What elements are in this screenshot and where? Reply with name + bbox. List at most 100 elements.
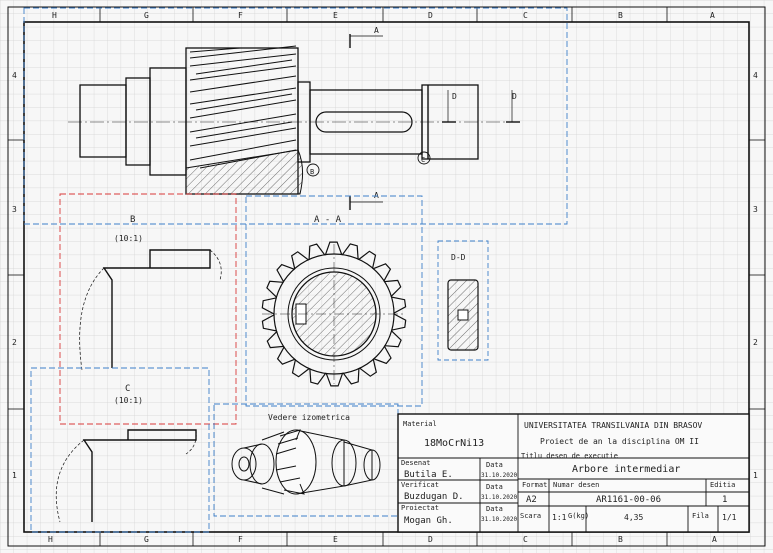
drawing-title-label: Titlu desen de executie bbox=[521, 452, 618, 460]
date-label-1: Data bbox=[486, 461, 503, 469]
date-value-3: 31.10.2020 bbox=[481, 516, 518, 523]
zone-label-top: D bbox=[428, 11, 433, 20]
section-marker-d-left: D bbox=[452, 92, 457, 101]
section-cut-aa bbox=[349, 34, 383, 210]
sheet-label: Fila bbox=[692, 512, 709, 520]
section-dd-center-hole bbox=[457, 309, 469, 321]
view-box-detail-b bbox=[59, 193, 237, 425]
detail-c-scale: (10:1) bbox=[114, 396, 143, 405]
detail-b-view[interactable]: B (10:1) bbox=[59, 193, 237, 425]
title-block-lines bbox=[398, 414, 749, 532]
format-label: Format bbox=[522, 481, 547, 489]
drawn-name: Butila E. bbox=[404, 470, 453, 480]
detail-marker-c: C bbox=[421, 156, 425, 164]
zone-label-bottom: B bbox=[618, 535, 623, 544]
zone-label-bottom: E bbox=[333, 535, 338, 544]
section-marker-a-top: A bbox=[374, 26, 379, 35]
zone-label-left: 2 bbox=[12, 338, 17, 347]
zone-label-top: A bbox=[710, 11, 715, 20]
keyway-slot bbox=[315, 111, 413, 133]
edition-value: 1 bbox=[722, 495, 727, 505]
section-dd-view[interactable]: D-D bbox=[437, 240, 489, 361]
shaft-outline bbox=[79, 47, 479, 195]
zone-label-top: H bbox=[52, 11, 57, 20]
designed-label: Proiectat bbox=[401, 504, 439, 512]
checked-label: Verificat bbox=[401, 481, 439, 489]
title-block-frame bbox=[397, 413, 750, 533]
drawing-title: Arbore intermediar bbox=[572, 464, 680, 475]
zone-label-bottom: D bbox=[428, 535, 433, 544]
project-name: Proiect de an la disciplina OM II bbox=[540, 437, 699, 446]
format-value: A2 bbox=[526, 495, 537, 505]
material-label: Material bbox=[403, 420, 437, 428]
zone-label-right: 1 bbox=[753, 471, 758, 480]
section-cut-dd bbox=[442, 90, 520, 123]
drawing-number-label: Numar desen bbox=[553, 481, 599, 489]
section-aa-view[interactable]: A - A bbox=[245, 195, 423, 407]
drawing-number: AR1161-00-06 bbox=[596, 495, 661, 505]
zone-label-top: F bbox=[238, 11, 243, 20]
zone-label-bottom: F bbox=[238, 535, 243, 544]
checked-name: Buzdugan D. bbox=[404, 492, 464, 502]
main-shaft-view[interactable]: A A D D B C bbox=[23, 7, 568, 225]
detail-c-view[interactable]: C (10:1) bbox=[30, 367, 210, 533]
detail-c-circle bbox=[417, 151, 431, 165]
zone-ticks bbox=[8, 7, 765, 546]
date-value-2: 31.10.2020 bbox=[481, 494, 518, 501]
zone-label-bottom: G bbox=[144, 535, 149, 544]
drawn-label: Desenat bbox=[401, 459, 431, 467]
mass-label: G(kg) bbox=[568, 512, 589, 520]
detail-b-circle bbox=[306, 163, 320, 177]
isometric-shaft-drawing bbox=[231, 429, 381, 495]
section-aa-title: A - A bbox=[314, 215, 342, 225]
detail-c-profile bbox=[82, 429, 197, 522]
date-value-1: 31.10.2020 bbox=[481, 472, 518, 479]
material-value: 18MoCrNi13 bbox=[424, 438, 484, 449]
outer-frame bbox=[7, 6, 766, 547]
edition-label: Editia bbox=[710, 481, 735, 489]
zone-label-top: C bbox=[523, 11, 528, 20]
date-label-3: Data bbox=[486, 505, 503, 513]
section-marker-a-bottom: A bbox=[374, 191, 379, 200]
zone-label-left: 3 bbox=[12, 205, 17, 214]
view-box-main bbox=[23, 7, 568, 225]
zone-label-bottom: H bbox=[48, 535, 53, 544]
title-block[interactable]: Material 18MoCrNi13 UNIVERSITATEA TRANSI… bbox=[397, 413, 750, 533]
zone-labels-top: H G F E D C B A bbox=[52, 11, 715, 20]
scale-value: 1:1 bbox=[552, 513, 567, 522]
isometric-view[interactable]: Vedere izometrica bbox=[213, 403, 399, 517]
zone-label-bottom: C bbox=[523, 535, 528, 544]
zone-label-left: 4 bbox=[12, 71, 17, 80]
zone-label-top: E bbox=[333, 11, 338, 20]
zone-label-right: 4 bbox=[753, 71, 758, 80]
university-name: UNIVERSITATEA TRANSILVANIA DIN BRASOV bbox=[524, 421, 702, 430]
detail-b-scale: (10:1) bbox=[114, 234, 143, 243]
inner-frame bbox=[23, 21, 750, 533]
scale-label: Scara bbox=[520, 512, 541, 520]
zone-labels-side: 4 3 2 1 4 3 2 1 bbox=[12, 71, 758, 480]
zone-label-left: 1 bbox=[12, 471, 17, 480]
zone-label-right: 2 bbox=[753, 338, 758, 347]
mass-value: 4,35 bbox=[624, 513, 643, 522]
gear-teeth-lines bbox=[189, 45, 297, 169]
isometric-title: Vedere izometrica bbox=[268, 413, 350, 422]
zone-label-right: 3 bbox=[753, 205, 758, 214]
zone-label-bottom: A bbox=[712, 535, 717, 544]
zone-labels-bottom: H G F E D C B A bbox=[48, 535, 717, 544]
section-marker-d-right: D bbox=[512, 92, 517, 101]
detail-b-break-line bbox=[79, 249, 222, 371]
zone-label-top: G bbox=[144, 11, 149, 20]
view-box-section-dd bbox=[437, 240, 489, 361]
detail-marker-b: B bbox=[310, 168, 314, 176]
view-box-section-aa bbox=[245, 195, 423, 407]
section-dd-title: D-D bbox=[451, 253, 466, 262]
detail-b-profile bbox=[102, 249, 211, 368]
detail-c-break-line bbox=[55, 429, 197, 523]
sheet-value: 1/1 bbox=[722, 513, 737, 522]
designed-name: Mogan Gh. bbox=[404, 516, 453, 526]
gear-partial-section bbox=[185, 149, 304, 195]
detail-c-title: C bbox=[125, 384, 130, 394]
zone-label-top: B bbox=[618, 11, 623, 20]
date-label-2: Data bbox=[486, 483, 503, 491]
